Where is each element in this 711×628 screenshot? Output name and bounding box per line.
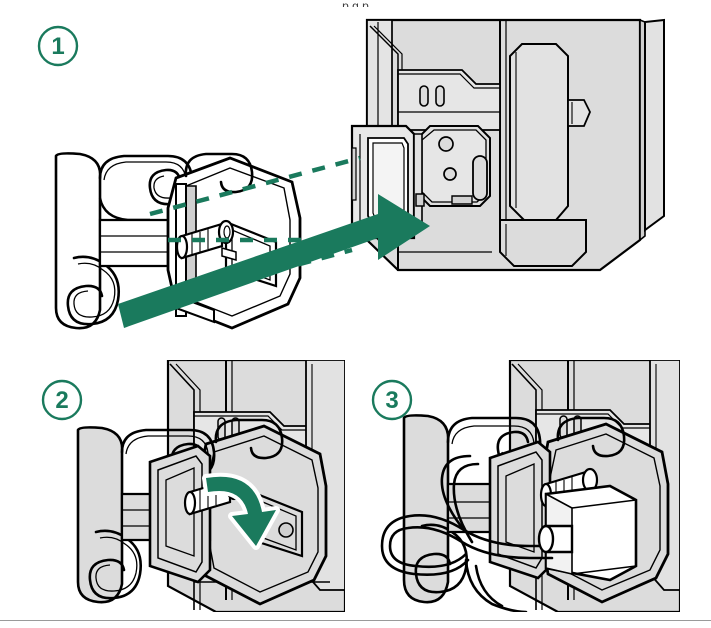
badge-circle xyxy=(41,379,83,421)
step-badge-3: 3 xyxy=(370,378,414,427)
power-cord xyxy=(380,454,554,612)
badge-circle xyxy=(371,379,413,421)
power-cord-connector xyxy=(544,484,638,582)
step-badge-label-3: 3 xyxy=(385,387,398,414)
step-3-panel xyxy=(360,360,680,612)
rotation-arrow xyxy=(202,472,280,550)
step-2-artwork xyxy=(76,360,345,612)
step-2-panel xyxy=(30,360,345,612)
step-3-artwork xyxy=(380,360,680,612)
step-badge-2: 2 xyxy=(40,378,84,427)
step-1-artwork xyxy=(0,8,711,356)
step-1-panel xyxy=(0,8,711,356)
step-badge-label-1: 1 xyxy=(51,33,64,60)
cable-management-clip-installed xyxy=(76,418,328,606)
bottom-divider-rule xyxy=(0,620,711,621)
step-badge-1: 1 xyxy=(36,24,80,73)
connector-cable-boot xyxy=(537,524,574,554)
step-badge-label-2: 2 xyxy=(55,387,68,414)
badge-circle xyxy=(37,25,79,67)
clipped-caption-text: p g p xyxy=(342,0,369,7)
